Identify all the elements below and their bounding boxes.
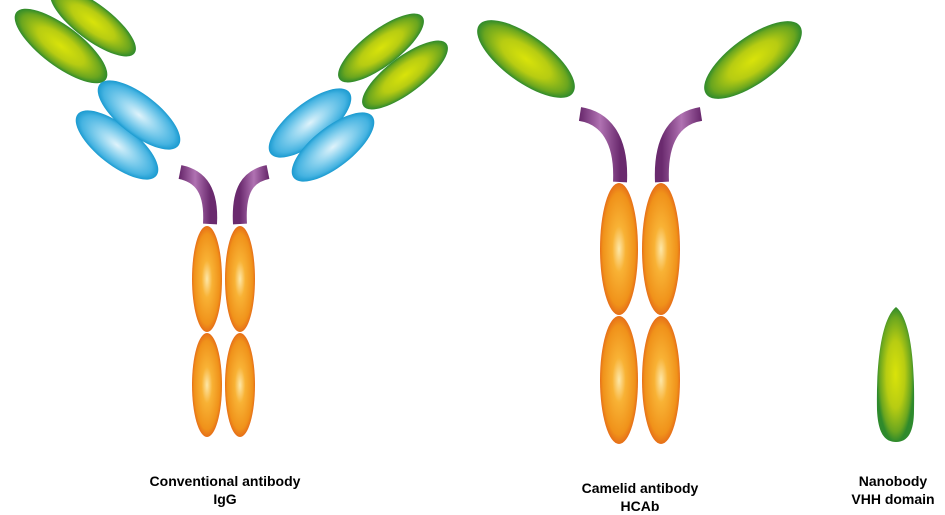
hcab-antibody: [466, 6, 814, 444]
igg-antibody: [4, 0, 457, 437]
hcab-vhh-domain-right: [693, 7, 814, 112]
caption-conventional-type: IgG: [105, 490, 345, 508]
hcab-ch2-domain-right: [642, 183, 680, 315]
hcab-ch3-domain-left: [600, 316, 638, 444]
igg-ch2-domain-left: [192, 226, 222, 332]
igg-ch3-domain-right: [225, 333, 255, 437]
igg-hinge-right: [240, 172, 268, 224]
caption-camelid-antibody: Camelid antibody HCAb: [535, 479, 745, 515]
caption-camelid-name: Camelid antibody: [535, 479, 745, 497]
igg-ch3-domain-left: [192, 333, 222, 437]
caption-nanobody-name: Nanobody: [843, 472, 943, 490]
hcab-vhh-domain-left: [466, 6, 587, 111]
caption-conventional-name: Conventional antibody: [105, 472, 345, 490]
hcab-ch3-domain-right: [642, 316, 680, 444]
caption-nanobody-type: VHH domain: [843, 490, 943, 508]
nanobody: [877, 307, 914, 442]
caption-camelid-type: HCAb: [535, 497, 745, 515]
igg-ch2-domain-right: [225, 226, 255, 332]
igg-hinge-left: [180, 172, 210, 224]
nanobody-vhh-domain: [877, 307, 914, 442]
caption-conventional-antibody: Conventional antibody IgG: [105, 472, 345, 508]
hcab-hinge-left: [580, 114, 620, 182]
hcab-hinge-right: [662, 114, 701, 182]
caption-nanobody: Nanobody VHH domain: [843, 472, 943, 508]
hcab-ch2-domain-left: [600, 183, 638, 315]
